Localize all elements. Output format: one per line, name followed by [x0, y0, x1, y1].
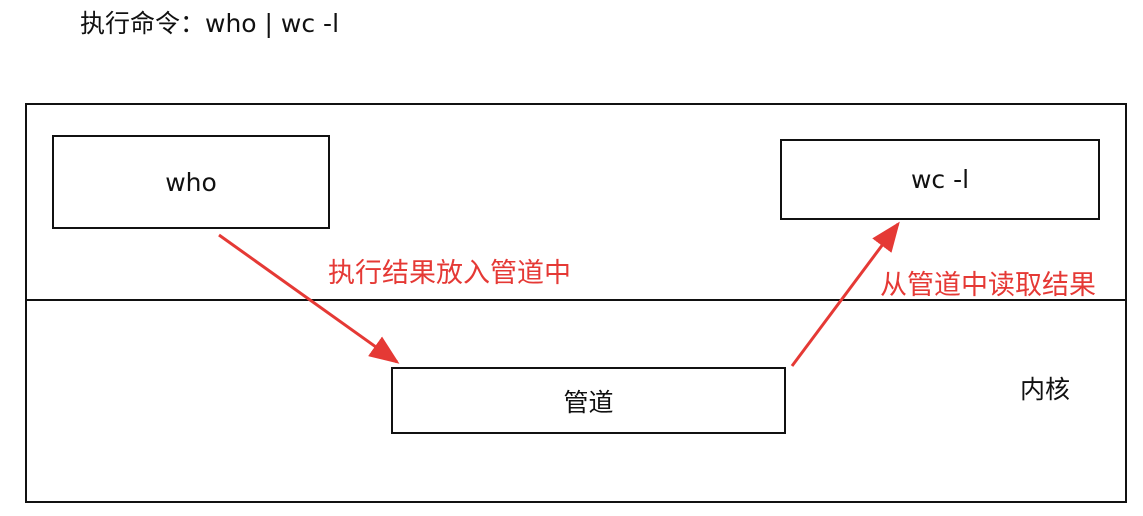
diagram-frame — [25, 103, 1127, 503]
kernel-label: 内核 — [1020, 375, 1071, 404]
user-kernel-divider — [25, 299, 1127, 301]
command-title: 执行命令：who | wc -l — [80, 9, 340, 38]
wc-process-label: wc -l — [910, 165, 970, 194]
who-process-label: who — [165, 167, 217, 197]
pipe-label: 管道 — [563, 387, 614, 417]
who-process-box: who — [52, 135, 330, 229]
pipe-box: 管道 — [391, 367, 786, 434]
read-from-pipe-label: 从管道中读取结果 — [880, 270, 1096, 301]
wc-process-box: wc -l — [780, 139, 1100, 220]
write-to-pipe-label: 执行结果放入管道中 — [328, 258, 571, 289]
